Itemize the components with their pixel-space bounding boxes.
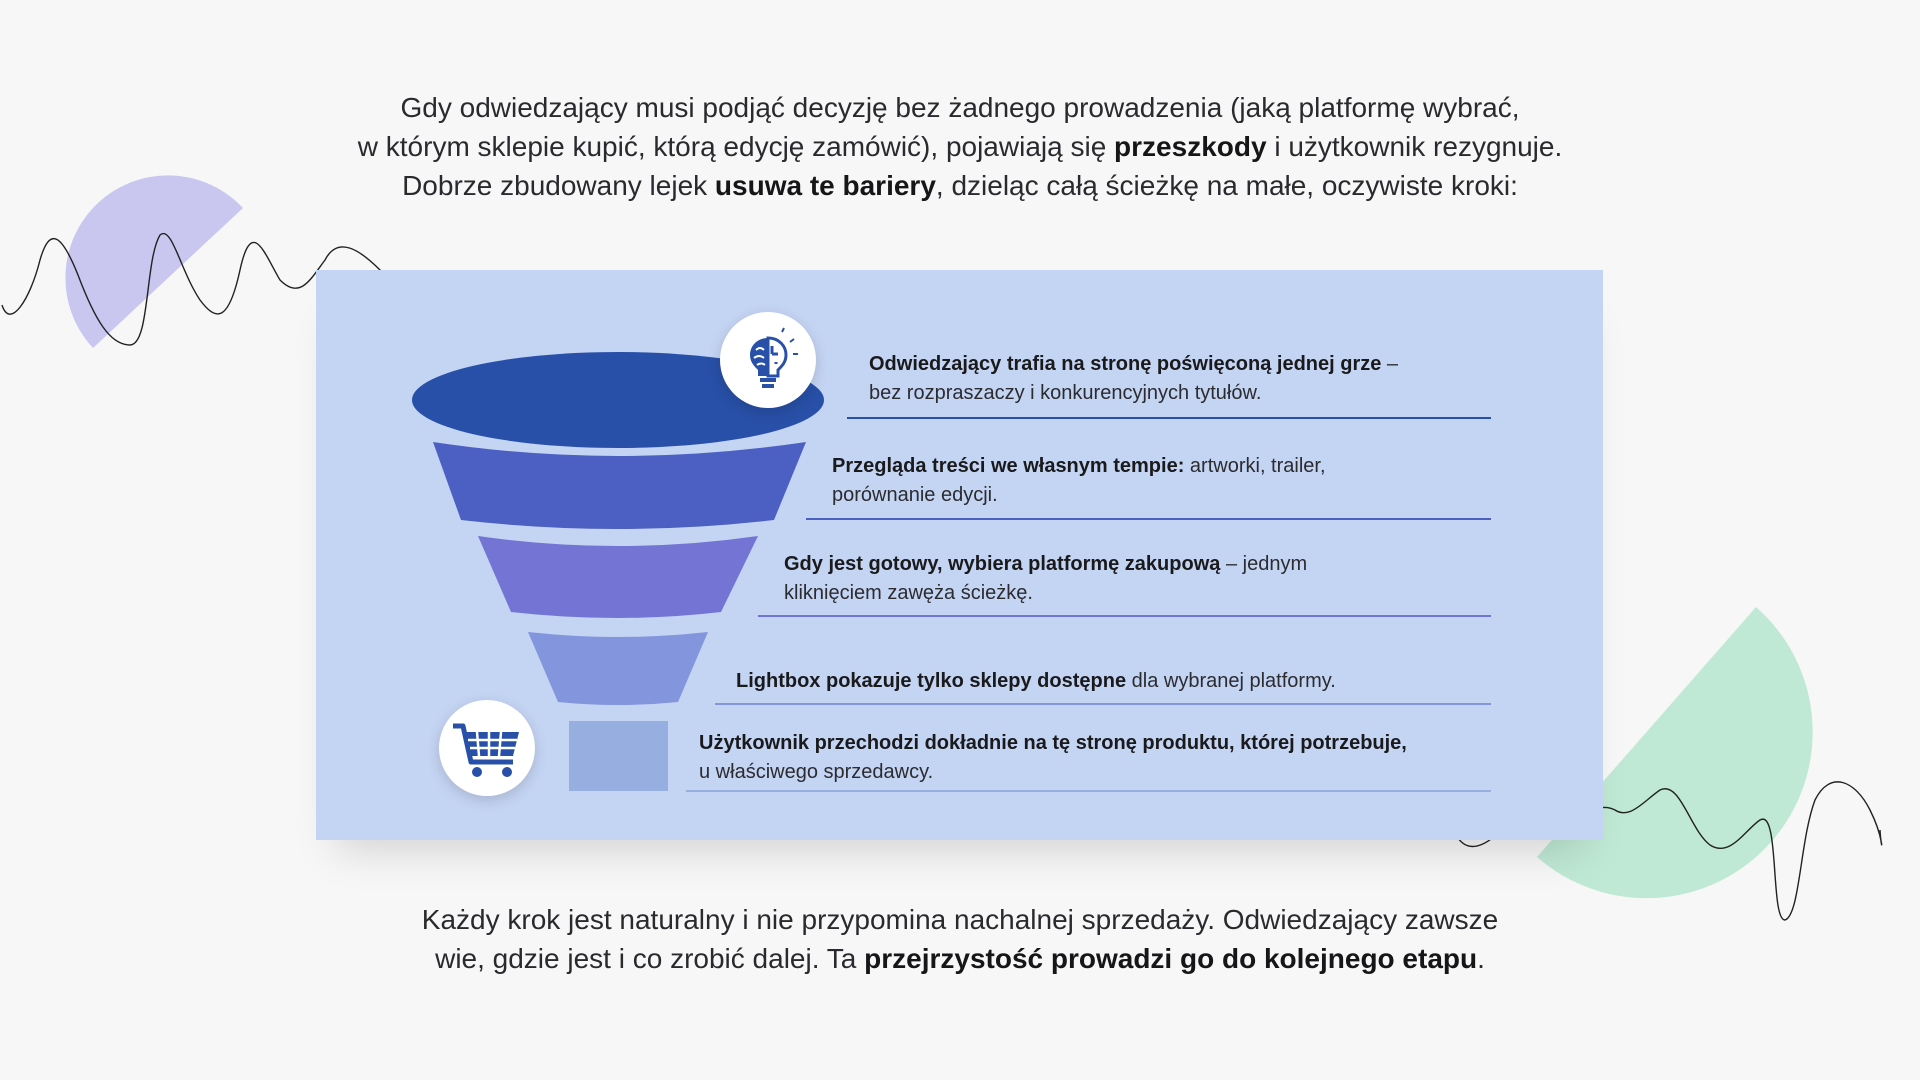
intro-text: Gdy odwiedzający musi podjąć decyzję bez… [260,88,1660,205]
intro-line-1: Gdy odwiedzający musi podjąć decyzję bez… [400,92,1520,123]
step-2-bold: Przegląda treści we własnym tempie: [832,455,1185,477]
step-4-bold: Lightbox pokazuje tylko sklepy dostępne [736,670,1127,692]
step-3-rest: – jednym [1220,553,1308,575]
step-1-rest: – [1381,353,1399,375]
step-2-line-2: porównanie edycji. [832,484,998,506]
funnel-tier-4 [528,632,708,705]
step-5-line-2: u właściwego sprzedawcy. [699,761,934,783]
shopping-cart-icon [453,723,519,777]
intro-line-2: w którym sklepie kupić, którą edycję zam… [260,127,1660,166]
outro-line-2-c: . [1477,943,1485,974]
lightbulb-brain-icon [750,327,798,388]
funnel-step-3: Gdy jest gotowy, wybiera platformę zakup… [784,550,1484,608]
step-2-rest: artworki, trailer, [1184,455,1326,477]
step-1-underline [847,417,1491,419]
funnel-step-1: Odwiedzający trafia na stronę poświęconą… [869,350,1529,408]
green-half-circle [1537,607,1813,899]
intro-line-3-c: , dzieląc całą ścieżkę na małe, oczywist… [935,170,1518,201]
step-5-underline [686,790,1491,792]
intro-emphasis-barriers: usuwa te bariery [714,170,936,201]
step-5-bold: Użytkownik przechodzi dokładnie na tę st… [699,732,1407,754]
outro-line-2-a: wie, gdzie jest i co zrobić dalej. Ta [435,943,865,974]
funnel-tier-5 [569,721,668,791]
outro-emphasis-transparency: przejrzystość prowadzi go do kolejnego e… [864,943,1478,974]
funnel-step-4: Lightbox pokazuje tylko sklepy dostępne … [736,667,1476,696]
funnel-step-2: Przegląda treści we własnym tempie: artw… [832,452,1492,510]
intro-emphasis-obstacles: przeszkody [1114,131,1267,162]
outro-line-1: Każdy krok jest naturalny i nie przypomi… [421,904,1499,935]
outro-text: Każdy krok jest naturalny i nie przypomi… [300,900,1620,978]
step-2-underline [806,518,1491,520]
step-1-bold: Odwiedzający trafia na stronę poświęconą… [869,353,1382,375]
funnel-tier-2 [433,442,806,529]
intro-line-3-a: Dobrze zbudowany lejek [402,170,715,201]
step-1-line-2: bez rozpraszaczy i konkurencyjnych tytuł… [869,382,1262,404]
funnel-tier-1 [412,352,824,448]
step-3-line-2: kliknięciem zawęża ścieżkę. [784,582,1033,604]
intro-line-2-c: i użytkownik rezygnuje. [1266,131,1563,162]
lightbulb-brain-icon-circle [720,312,816,408]
step-4-rest: dla wybranej platformy. [1126,670,1336,692]
funnel-panel: Odwiedzający trafia na stronę poświęconą… [316,270,1603,840]
purple-half-circle [65,175,243,348]
squiggle-line-left [1,232,450,346]
step-3-underline [758,615,1491,617]
intro-line-2-a: w którym sklepie kupić, którą edycję zam… [357,131,1115,162]
step-3-bold: Gdy jest gotowy, wybiera platformę zakup… [784,553,1221,575]
outro-line-2: wie, gdzie jest i co zrobić dalej. Ta pr… [300,939,1620,978]
intro-line-3: Dobrze zbudowany lejek usuwa te bariery,… [260,166,1660,205]
shopping-cart-icon-circle [439,700,535,796]
funnel-tier-3 [478,536,758,618]
funnel-step-5: Użytkownik przechodzi dokładnie na tę st… [699,729,1499,787]
step-4-underline [715,703,1491,705]
funnel-diagram [412,352,824,791]
